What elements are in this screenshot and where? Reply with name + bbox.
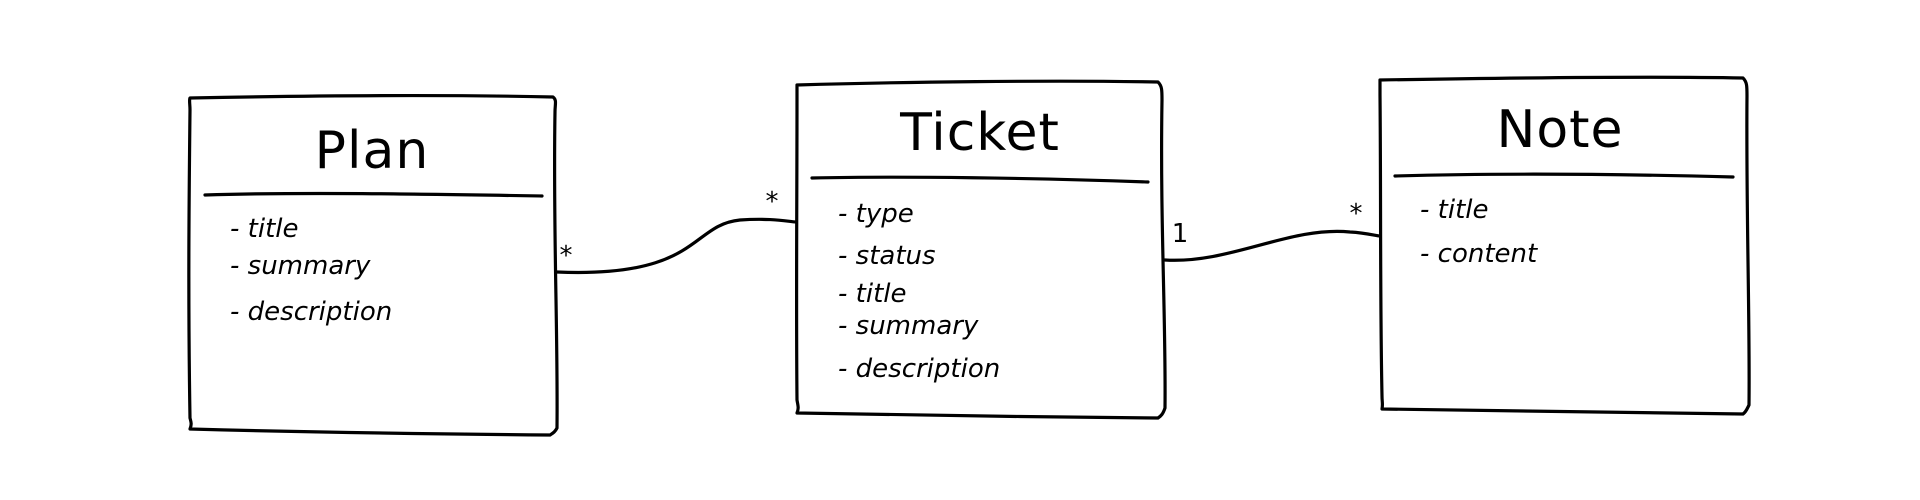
multiplicity-note-end: *	[1350, 199, 1363, 229]
association-ticket-note-line	[1163, 229, 1382, 262]
class-note-divider	[1393, 172, 1735, 179]
multiplicity-ticket-side: 1	[1172, 219, 1189, 249]
class-ticket-border	[794, 79, 1167, 420]
class-note: Note - title - content	[1378, 75, 1751, 416]
class-ticket-attribute: - description	[838, 354, 1000, 384]
class-ticket-attribute: - status	[838, 241, 936, 271]
association-ticket-note: 1 *	[1163, 199, 1382, 262]
class-plan: Plan - title - summary - description	[187, 93, 559, 437]
class-plan-divider	[203, 191, 544, 198]
class-ticket-attribute: - summary	[838, 311, 979, 341]
multiplicity-plan-end: *	[560, 241, 573, 271]
class-ticket-attribute: - title	[838, 279, 906, 309]
class-note-title: Note	[1496, 100, 1623, 160]
class-plan-attribute: - description	[230, 297, 392, 327]
class-ticket-title: Ticket	[899, 103, 1060, 163]
multiplicity-ticket-end: *	[766, 187, 779, 217]
class-plan-attribute: - summary	[230, 251, 371, 281]
association-plan-ticket-line	[555, 217, 798, 275]
class-ticket: Ticket - type - status - title - summary…	[794, 79, 1167, 420]
class-note-border	[1378, 75, 1751, 416]
class-ticket-divider	[810, 175, 1150, 184]
class-note-attribute: - content	[1420, 239, 1538, 269]
class-plan-border	[187, 93, 559, 437]
association-plan-ticket: * *	[555, 187, 798, 275]
class-plan-attribute: - title	[230, 214, 298, 244]
class-note-attribute: - title	[1420, 195, 1488, 225]
class-plan-title: Plan	[315, 121, 430, 181]
class-ticket-attribute: - type	[838, 199, 914, 229]
